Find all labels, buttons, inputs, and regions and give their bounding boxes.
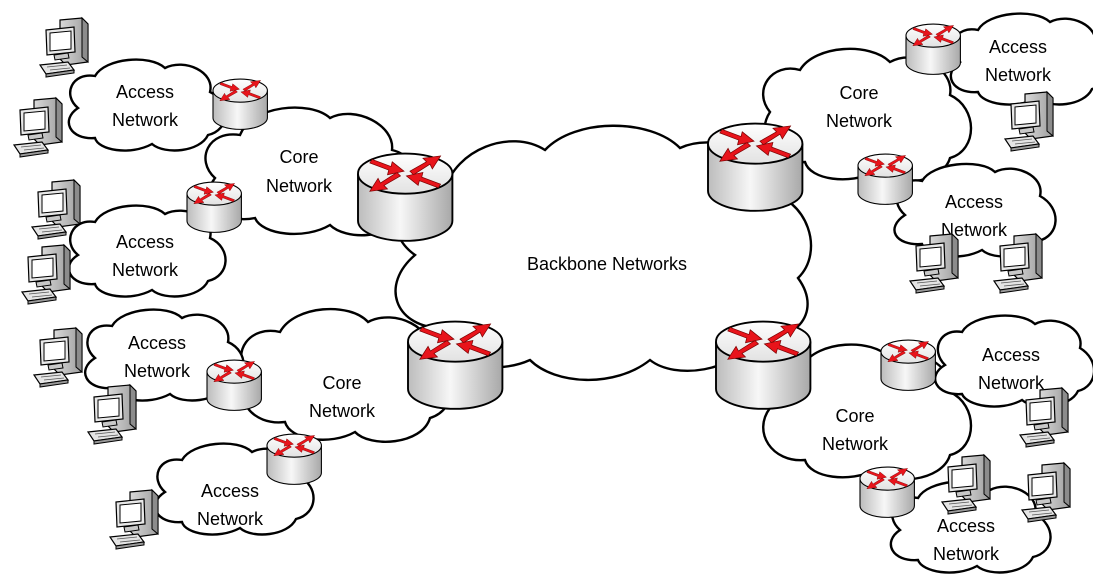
access-cloud-2: [67, 204, 227, 298]
access-label-line1: Access: [128, 333, 186, 353]
access-label-line1: Access: [982, 345, 1040, 365]
core-label-line2: Network: [826, 111, 893, 131]
access-cloud-1: [67, 58, 227, 152]
desktop-computer-icon: [13, 97, 63, 158]
access-label-line1: Access: [937, 516, 995, 536]
access-cloud-7: [933, 314, 1093, 408]
router-icon: [715, 320, 812, 410]
core-label-line2: Network: [266, 176, 333, 196]
core-label-line1: Core: [835, 406, 874, 426]
backbone-label: Backbone Networks: [527, 254, 687, 274]
core-label-line2: Network: [822, 434, 889, 454]
desktop-computer-icon: [109, 489, 159, 550]
access-cloud-5: [949, 12, 1093, 106]
access-label-line2: Network: [933, 544, 1000, 564]
access-cloud-8: [889, 480, 1052, 574]
desktop-computer-icon: [39, 17, 89, 78]
router-icon: [407, 320, 504, 410]
router-icon: [857, 153, 913, 205]
core-label-line1: Core: [322, 373, 361, 393]
router-icon: [905, 23, 961, 75]
router-icon: [212, 78, 268, 130]
access-label-line2: Network: [985, 65, 1052, 85]
access-label-line1: Access: [989, 37, 1047, 57]
router-icon: [266, 433, 322, 485]
access-label-line2: Network: [124, 361, 191, 381]
desktop-computer-icon: [87, 384, 137, 445]
core-label-line1: Core: [839, 83, 878, 103]
router-icon: [880, 339, 936, 391]
access-label-line1: Access: [116, 82, 174, 102]
access-label-line2: Network: [112, 110, 179, 130]
access-label-line1: Access: [945, 192, 1003, 212]
desktop-computer-icon: [21, 244, 71, 305]
core-label-line1: Core: [279, 147, 318, 167]
access-label-line1: Access: [116, 232, 174, 252]
core-label-line2: Network: [309, 401, 376, 421]
access-label-line2: Network: [112, 260, 179, 280]
router-icon: [859, 466, 915, 518]
access-label-line2: Network: [941, 220, 1008, 240]
core-cloud-top-right: [762, 47, 973, 183]
access-label-line2: Network: [978, 373, 1045, 393]
router-icon: [357, 152, 454, 242]
router-icon: [707, 122, 804, 212]
router-icon: [206, 359, 262, 411]
access-label-line2: Network: [197, 509, 264, 529]
access-label-line1: Access: [201, 481, 259, 501]
router-icon: [186, 181, 242, 233]
desktop-computer-icon: [33, 327, 83, 388]
desktop-computer-icon: [1021, 462, 1071, 523]
